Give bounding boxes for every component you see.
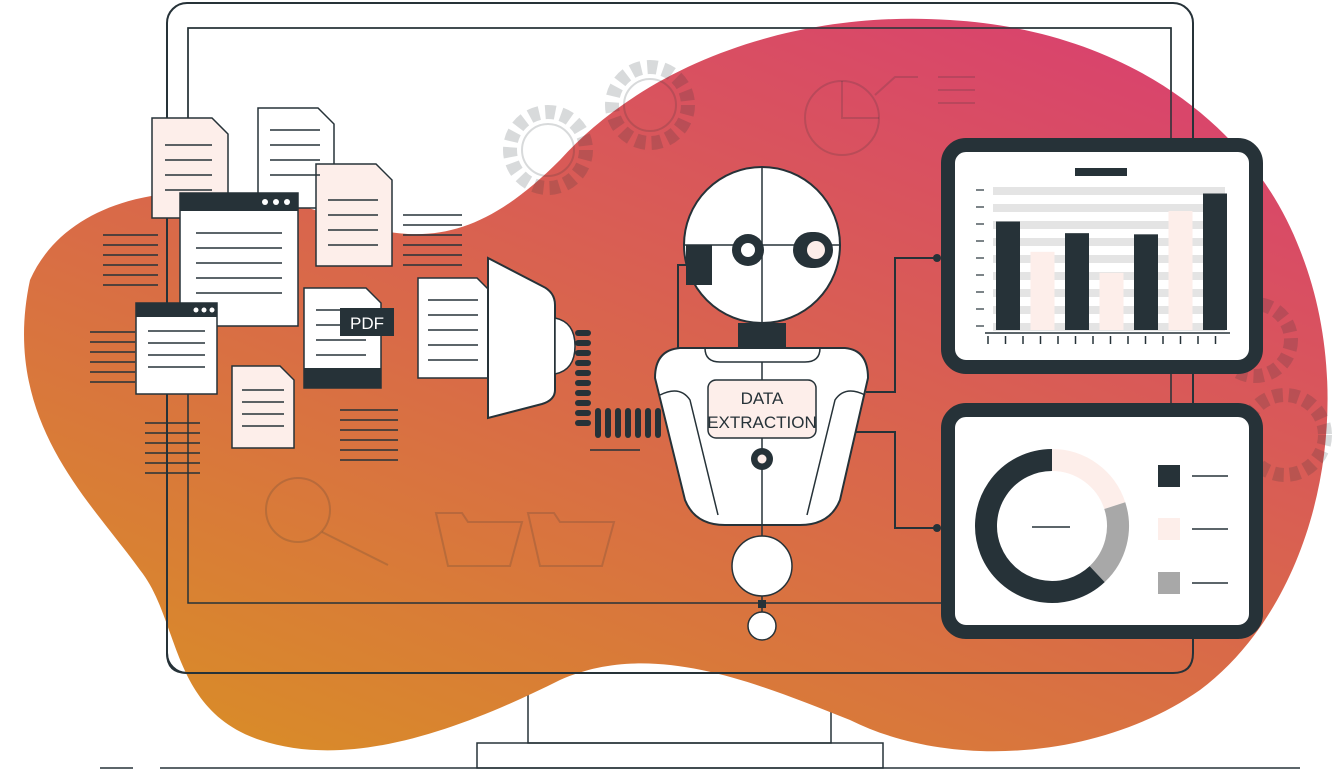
label-line-extraction: EXTRACTION [707,413,817,432]
bar-chart-panel [941,138,1263,374]
bar [1065,233,1089,330]
grid-band [993,204,1225,212]
donut-slice [1051,449,1126,510]
robot: DATA EXTRACTION [653,166,870,641]
document-stack: PDF [135,107,492,449]
bar [1203,193,1227,330]
pdf-label: PDF [350,314,384,333]
grid-band [993,221,1225,229]
data-extraction-label [707,379,817,439]
connector-lines [855,254,941,532]
grid-band [993,187,1225,195]
bar [996,221,1020,330]
donut-slice [1089,502,1129,583]
donut-chart-panel [941,403,1263,639]
magnifier-icon [265,477,389,566]
pie-chart-icon [804,76,975,156]
donut-slice [975,449,1105,603]
folder-icon [434,512,616,567]
bar [1099,272,1124,330]
grid-band [993,238,1225,246]
text-lines-decoration [90,214,640,474]
donut-legend [1158,465,1228,594]
bar [1134,234,1158,330]
legend-swatch-dark [1158,465,1180,487]
gear-icon [503,60,1332,482]
label-line-data: DATA [741,389,784,408]
legend-swatch-gray [1158,572,1180,594]
legend-swatch-pink [1158,518,1180,540]
scanner-funnel [487,256,661,438]
bar [1168,211,1193,330]
bar [1030,251,1055,330]
grid-band [993,255,1225,263]
